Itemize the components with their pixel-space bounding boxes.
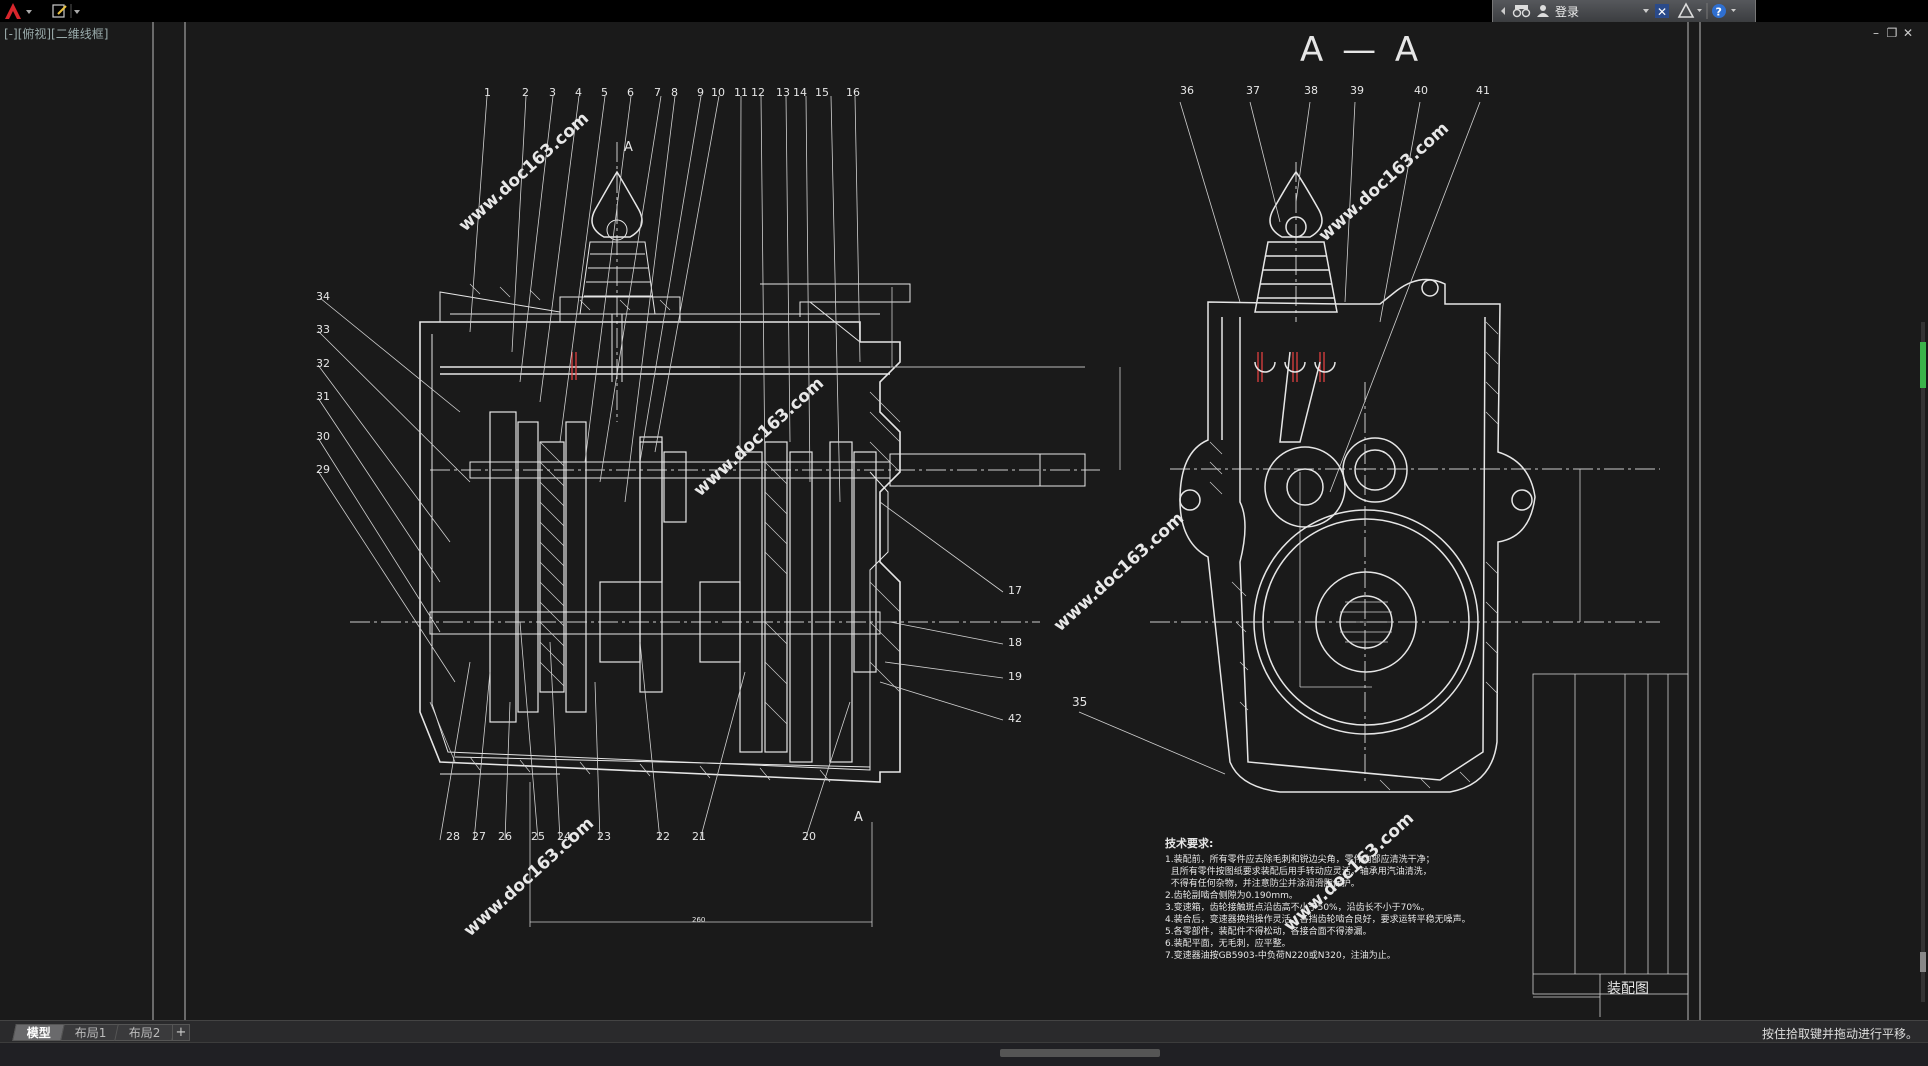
- dimensions: [529, 287, 1581, 927]
- viewport-window-controls: –❐ ✕: [1868, 26, 1916, 40]
- section-hatching: [429, 283, 901, 783]
- output-shaft: [429, 611, 881, 635]
- callout-leaders: [317, 95, 1481, 841]
- tab-layout2[interactable]: 布局2: [114, 1024, 176, 1041]
- close-icon[interactable]: ✕: [1902, 26, 1914, 40]
- minimize-icon[interactable]: –: [1873, 26, 1879, 40]
- scroll-strip-icon: [1920, 322, 1926, 1002]
- dropdown-chevron-icon: [1643, 9, 1649, 13]
- svg-text:?: ?: [1716, 6, 1722, 19]
- restore-icon[interactable]: ❐: [1886, 26, 1898, 40]
- login-toolbar-icons: ✕ ?: [1501, 2, 1736, 19]
- status-bar: [0, 1042, 1928, 1066]
- viewport-controls-label[interactable]: [-][俯视][二维线框]: [4, 27, 109, 41]
- drawing-viewport[interactable]: www.doc163.com www.doc163.com www.doc163…: [0, 22, 1928, 1020]
- vertical-scrollbar[interactable]: [1918, 322, 1928, 1002]
- horizontal-scrollbar[interactable]: [1000, 1049, 1160, 1057]
- shift-lever-side: [1254, 170, 1338, 313]
- watermark-6: www.doc163.com: [1280, 809, 1418, 936]
- parts-list-table: [1532, 673, 1689, 1017]
- user-icon: [1537, 5, 1549, 17]
- shift-lever-left: [579, 170, 656, 382]
- exchange-icon: ✕: [1655, 4, 1669, 19]
- tab-layout1[interactable]: 布局1: [60, 1024, 122, 1041]
- login-toolbar: ✕ ? 登录: [1492, 0, 1756, 22]
- input-shaft: [469, 453, 1086, 487]
- gearbox-housing-side: [1179, 278, 1536, 793]
- svg-text:✕: ✕: [1657, 5, 1667, 19]
- edit-icon: [52, 4, 80, 18]
- binoculars-icon: [1512, 5, 1531, 18]
- command-status-text: 按住拾取键并拖动进行平移。: [1761, 1027, 1918, 1041]
- add-layout-button[interactable]: +: [172, 1024, 190, 1041]
- arrow-left-icon: [1501, 7, 1505, 15]
- title-bar: ✕ ? 登录: [0, 0, 1928, 22]
- layout-tab-bar: 模型 布局1 布局2 + 按住拾取键并拖动进行平移。: [0, 1020, 1928, 1042]
- watermark-3: www.doc163.com: [1050, 509, 1188, 636]
- watermark-2: www.doc163.com: [690, 374, 828, 501]
- help-icon: ?: [1712, 4, 1726, 19]
- login-label[interactable]: 登录: [1555, 5, 1580, 19]
- tab-model[interactable]: 模型: [12, 1024, 66, 1041]
- autocad-logo-icon: [5, 3, 32, 19]
- quick-access-button[interactable]: [50, 2, 86, 20]
- gear-set: [489, 411, 877, 763]
- cad-drawing: www.doc163.com www.doc163.com www.doc163…: [152, 22, 1701, 1020]
- a360-icon: [1677, 2, 1695, 18]
- application-menu-button[interactable]: [2, 1, 40, 21]
- red-highlights: [571, 352, 1325, 382]
